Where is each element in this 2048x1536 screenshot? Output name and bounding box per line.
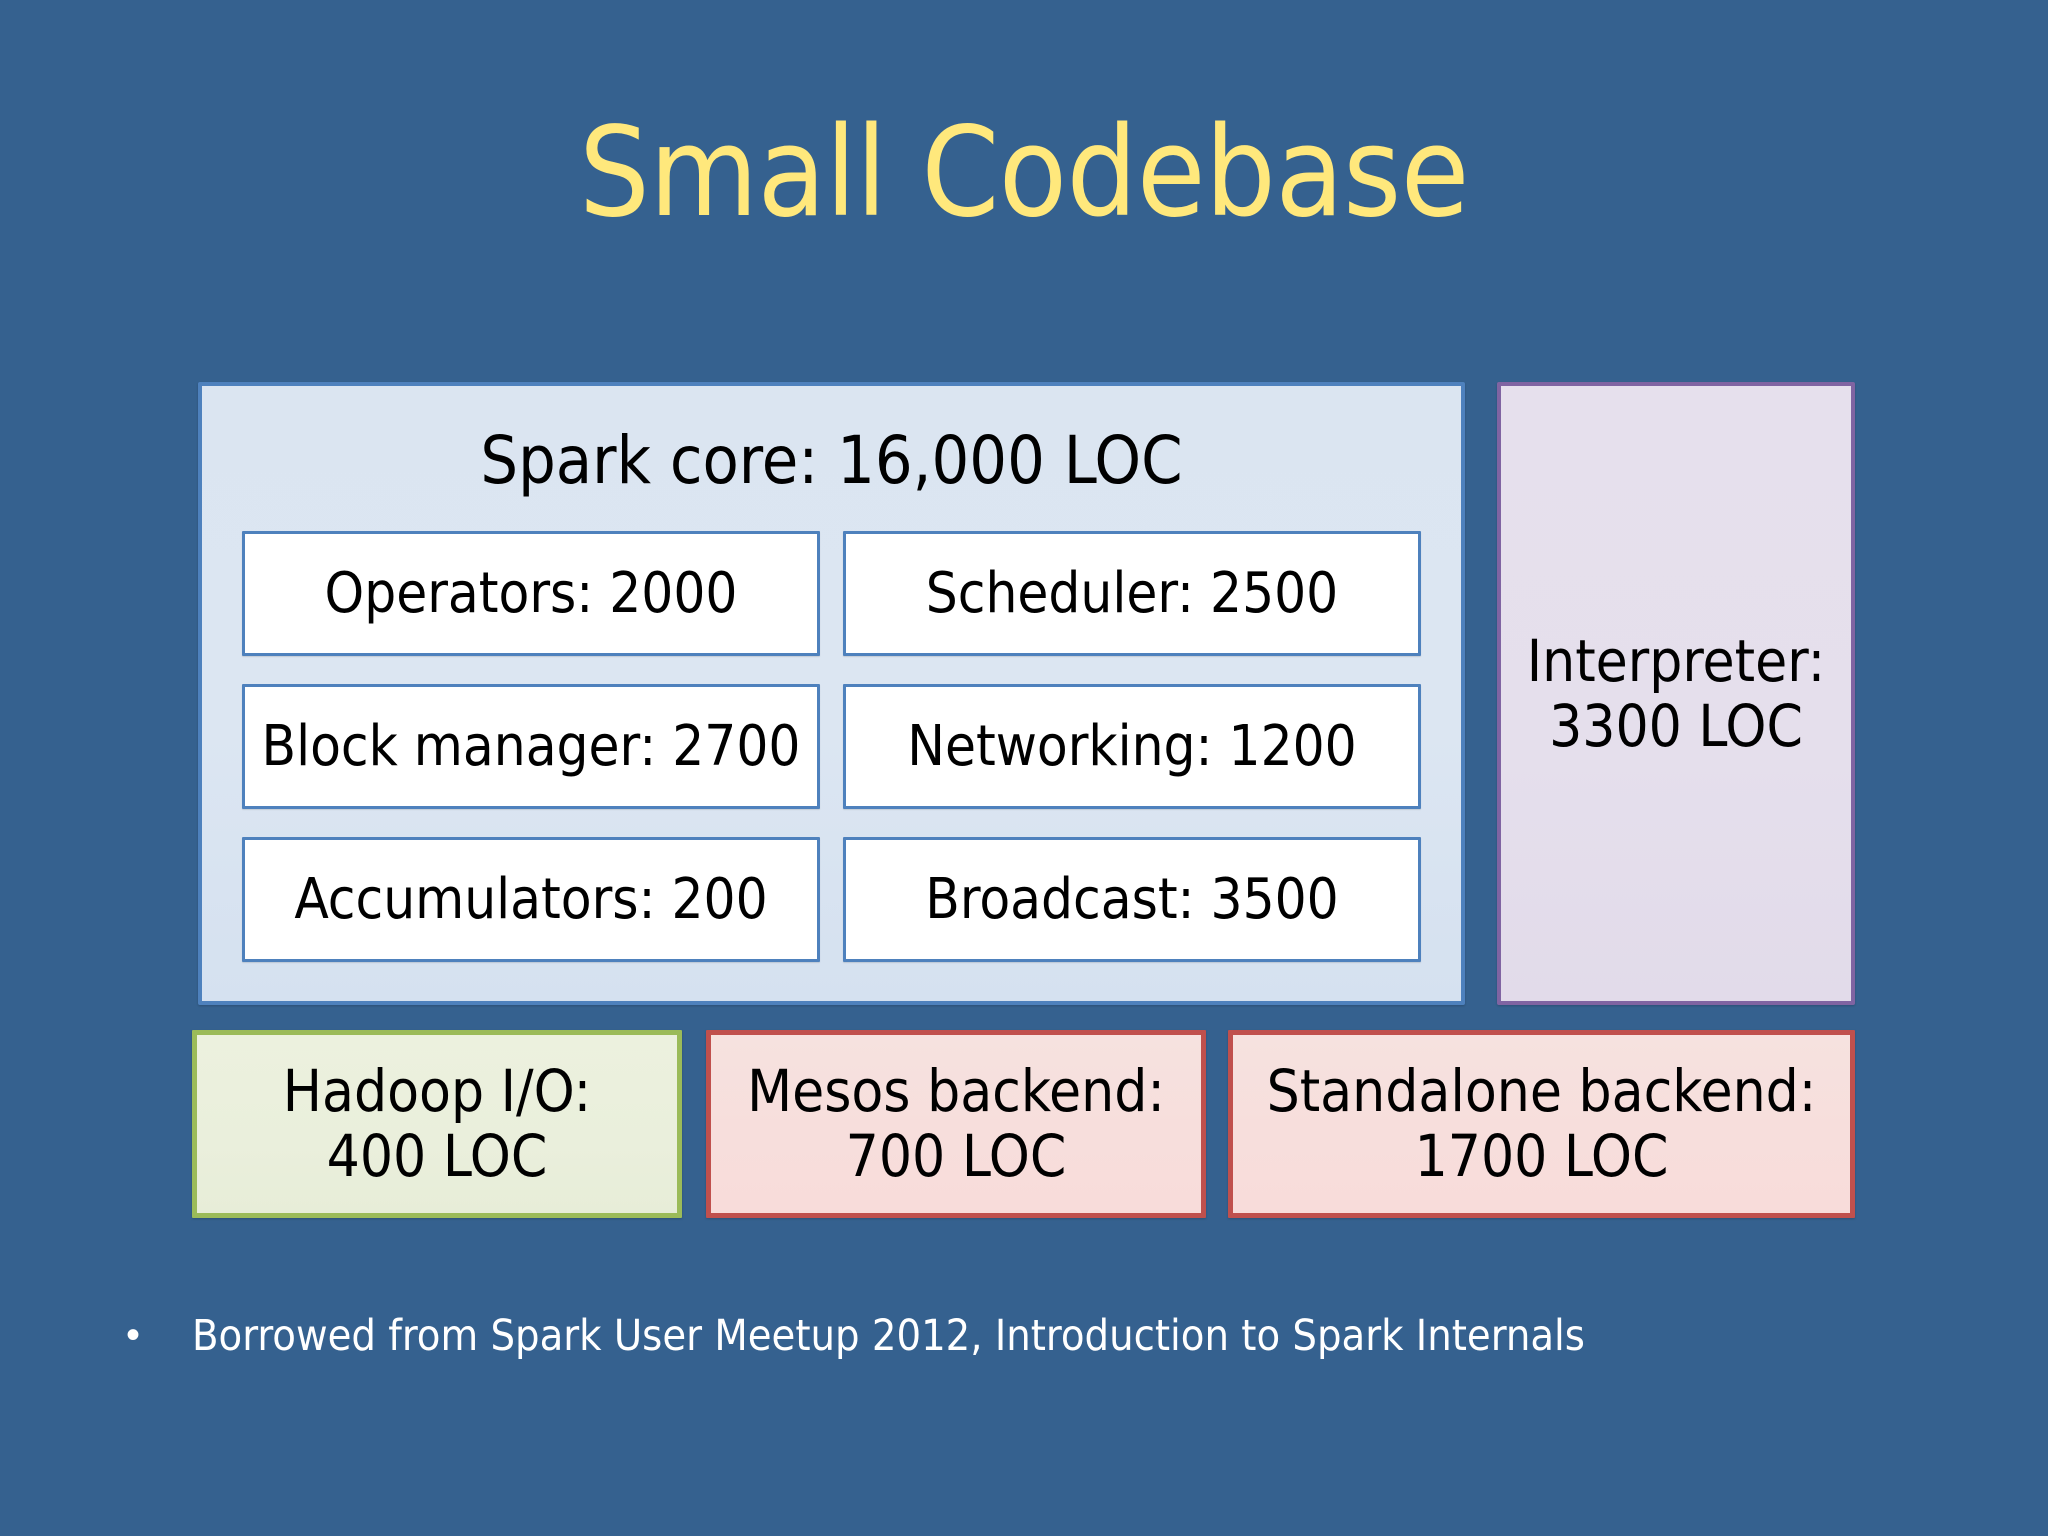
component-label: Broadcast: 3500 (925, 866, 1339, 932)
interpreter-label: Interpreter: 3300 LOC (1526, 626, 1826, 760)
component-label: Operators: 2000 (324, 560, 738, 626)
standalone-backend-box: Standalone backend: 1700 LOC (1228, 1030, 1855, 1218)
footnote-text: Borrowed from Spark User Meetup 2012, In… (192, 1311, 1585, 1361)
component-box-networking: Networking: 1200 (843, 684, 1421, 809)
component-label: Scheduler: 2500 (925, 560, 1339, 626)
component-box-operators: Operators: 2000 (242, 531, 820, 656)
hadoop-io-label: Hadoop I/O: 400 LOC (282, 1057, 592, 1190)
component-label: Networking: 1200 (907, 713, 1357, 779)
interpreter-box: Interpreter: 3300 LOC (1497, 382, 1855, 1005)
standalone-backend-label: Standalone backend: 1700 LOC (1266, 1057, 1817, 1190)
component-label: Block manager: 2700 (261, 713, 801, 779)
footnote: • Borrowed from Spark User Meetup 2012, … (116, 1311, 1916, 1361)
mesos-backend-label: Mesos backend: 700 LOC (747, 1057, 1165, 1190)
component-box-broadcast: Broadcast: 3500 (843, 837, 1421, 962)
component-label: Accumulators: 200 (294, 866, 768, 932)
mesos-backend-box: Mesos backend: 700 LOC (706, 1030, 1206, 1218)
bullet-icon: • (126, 1313, 141, 1357)
component-box-block-manager: Block manager: 2700 (242, 684, 820, 809)
component-box-scheduler: Scheduler: 2500 (843, 531, 1421, 656)
hadoop-io-box: Hadoop I/O: 400 LOC (192, 1030, 682, 1218)
page-title: Small Codebase (579, 101, 1469, 245)
spark-core-heading: Spark core: 16,000 LOC (480, 422, 1183, 499)
component-box-accumulators: Accumulators: 200 (242, 837, 820, 962)
spark-core-container: Spark core: 16,000 LOC Operators: 2000 S… (198, 382, 1465, 1005)
spark-core-component-grid: Operators: 2000 Scheduler: 2500 Block ma… (242, 531, 1421, 962)
